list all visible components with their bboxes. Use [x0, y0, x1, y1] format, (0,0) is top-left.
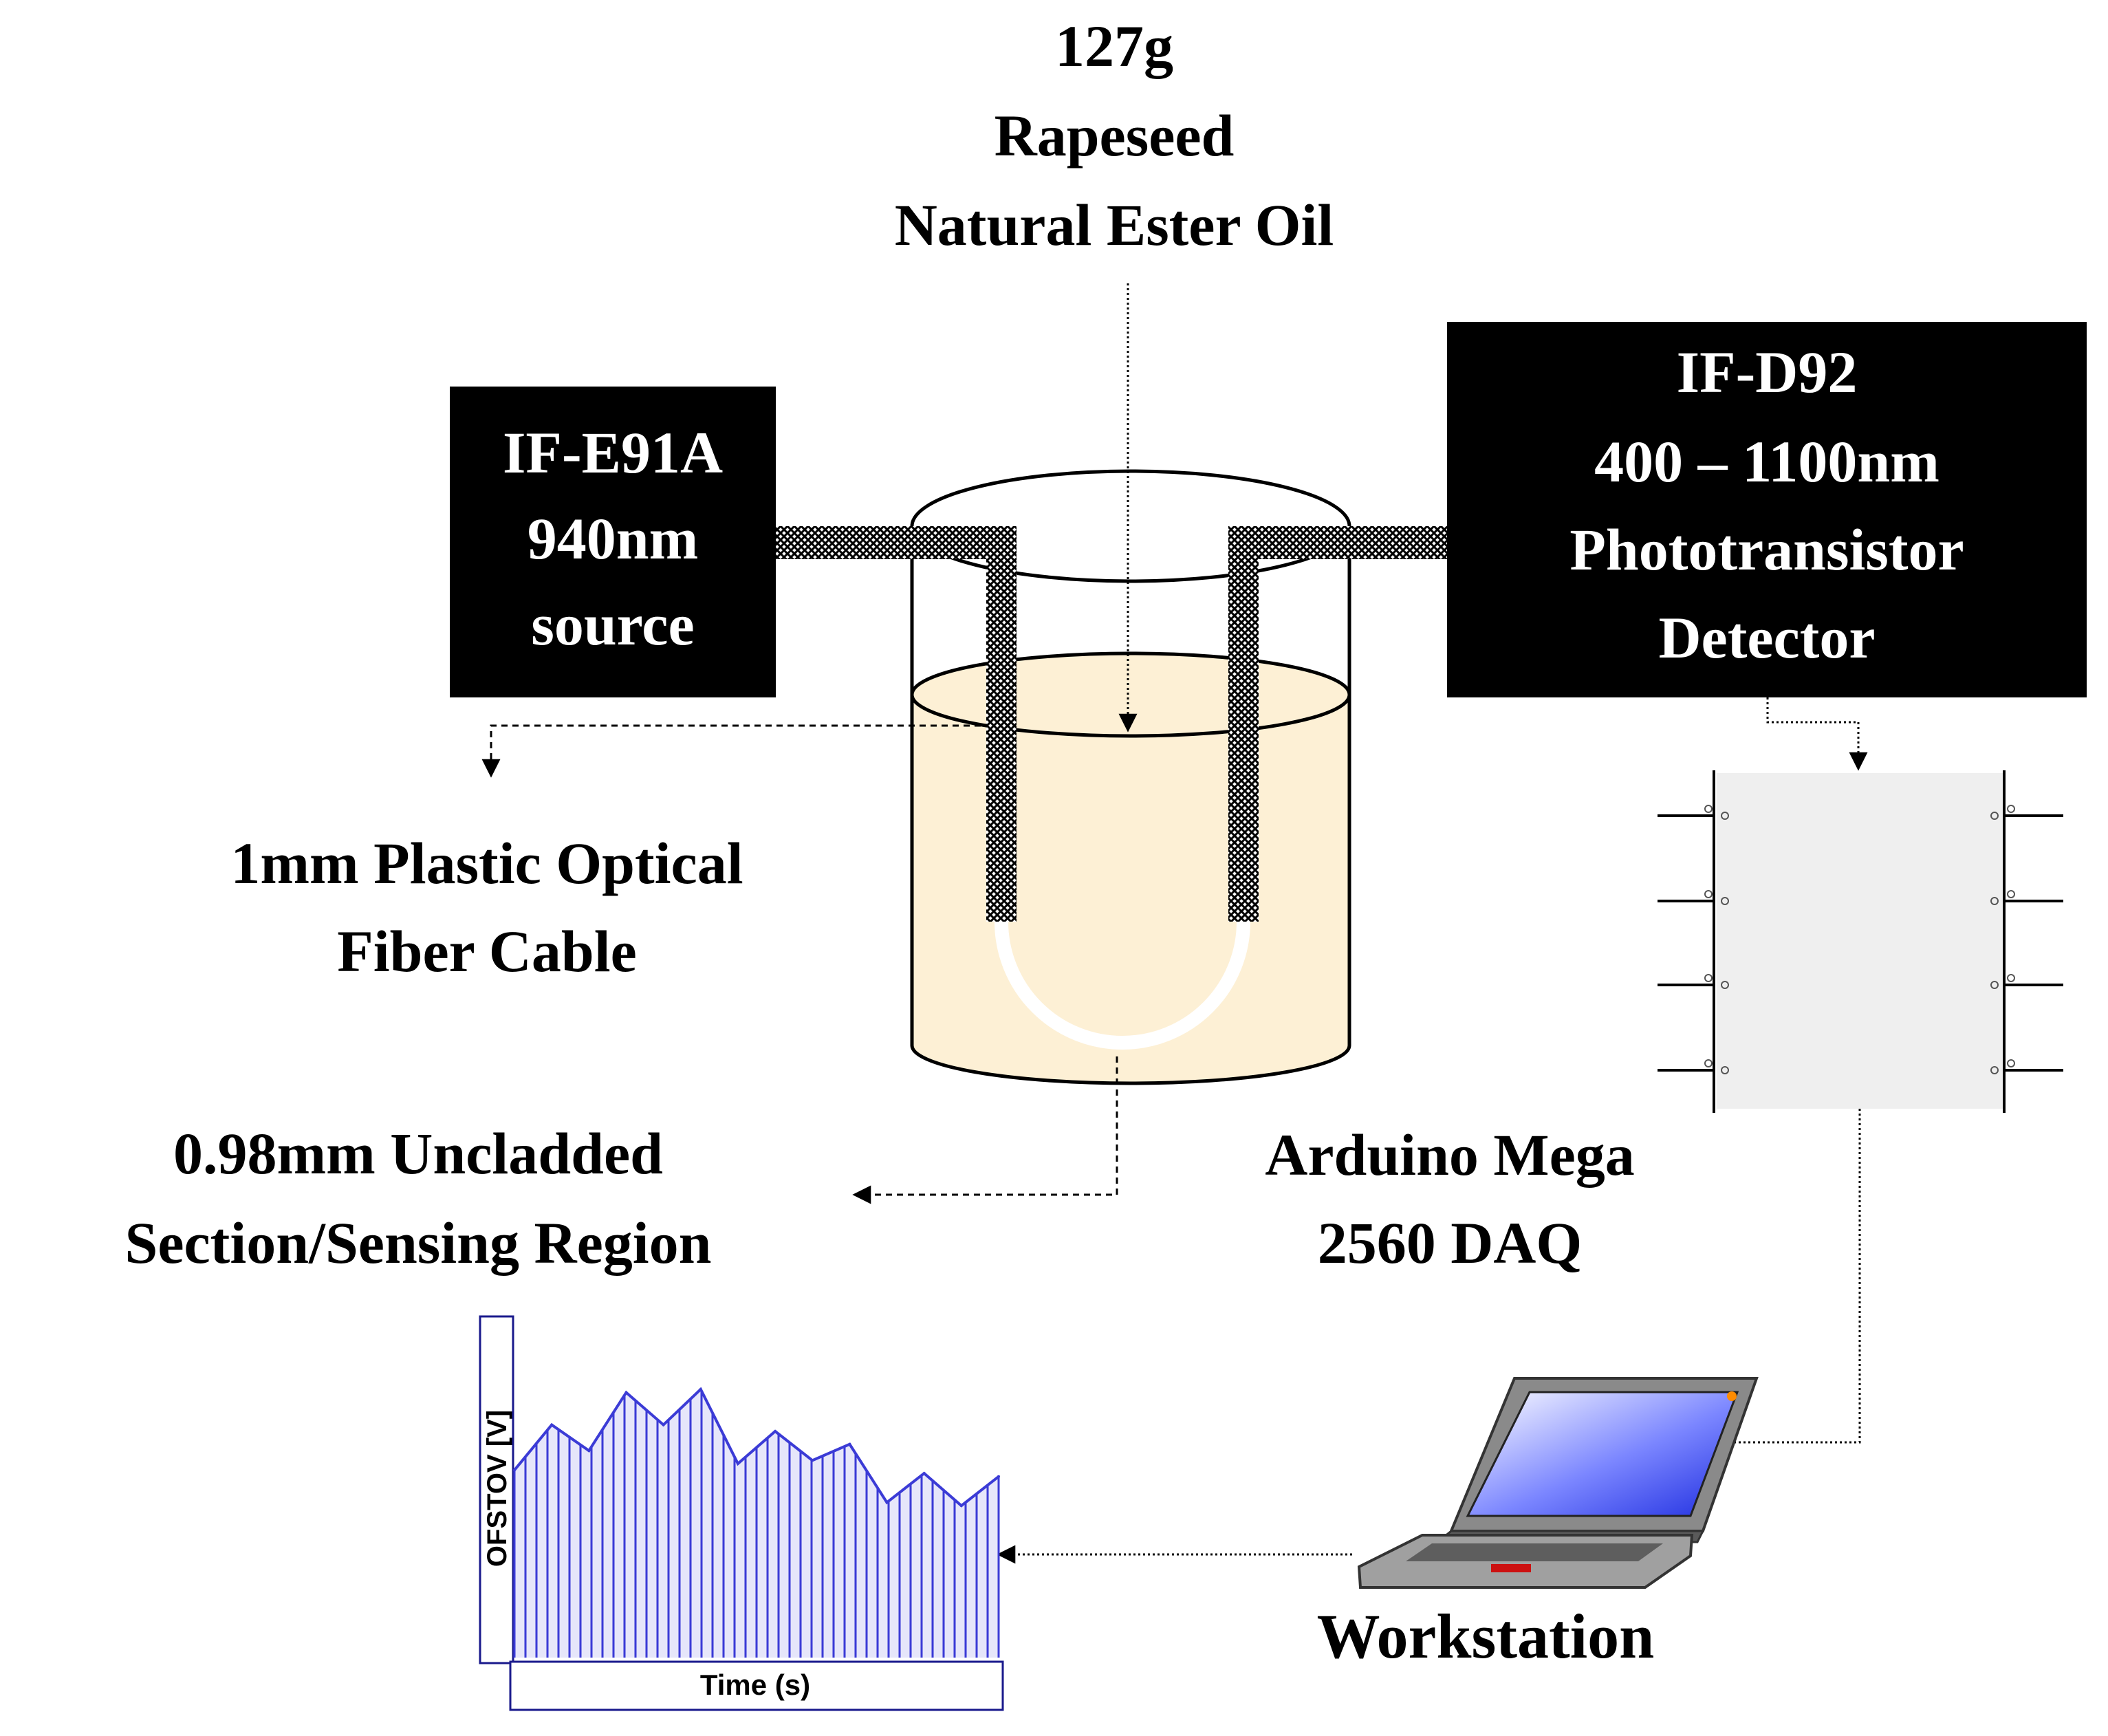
- daq-pins: [1658, 814, 2063, 1072]
- fiber-label: 1mm Plastic Optical Fiber Cable: [230, 830, 743, 984]
- fiber-right-horizontal: [1228, 526, 1455, 559]
- oil-name-text: Natural Ester Oil: [895, 192, 1334, 258]
- detector-block: IF-D92 400 – 1100nm Phototransistor Dete…: [1447, 322, 2087, 697]
- detector-range-text: 400 – 1100nm: [1594, 428, 1939, 495]
- source-wavelength-text: 940nm: [528, 506, 698, 572]
- chart-ylabel-box: [479, 1315, 514, 1664]
- daq-pin-markers: [1704, 805, 2015, 1074]
- oil-fill: [912, 695, 1349, 1045]
- detector-role-text: Detector: [1658, 605, 1875, 671]
- chart-x-axis-label: Time (s): [700, 1669, 810, 1701]
- beaker-bottom: [910, 1045, 1351, 1085]
- arduino-daq: Arduino Mega 2560 DAQ: [1265, 770, 2063, 1276]
- ofstov-chart: OFSTOV [V] Time (s): [479, 1315, 1004, 1711]
- source-box: [450, 387, 776, 697]
- chart-series-line: [513, 1387, 1000, 1508]
- detector-box: [1447, 322, 2087, 697]
- sensing-label-line2: Section/Sensing Region: [125, 1210, 712, 1276]
- chart-plot-area: [513, 1387, 1000, 1658]
- fiber-left-horizontal: [776, 526, 1015, 559]
- beaker: [910, 469, 1351, 1085]
- oil-surface: [910, 651, 1351, 738]
- laptop-led: [1727, 1391, 1737, 1401]
- oil-type-text: Rapeseed: [995, 102, 1235, 169]
- laptop-screen: [1466, 1391, 1739, 1517]
- daq-label-line1: Arduino Mega: [1265, 1122, 1635, 1188]
- fiber-label-line2: Fiber Cable: [337, 918, 637, 984]
- source-block: IF-E91A 940nm source: [450, 387, 776, 697]
- laptop-touchpad: [1491, 1564, 1531, 1572]
- connectors: [481, 283, 1868, 1564]
- oil-label: 127g Rapeseed Natural Ester Oil: [895, 13, 1334, 258]
- chart-xlabel-box: [509, 1660, 1004, 1711]
- chart-y-axis-label: OFSTOV [V]: [482, 1410, 512, 1567]
- sensing-label: 0.98mm Uncladded Section/Sensing Region: [125, 1120, 712, 1276]
- fiber-left-vertical: [986, 526, 1017, 922]
- oil-mass-text: 127g: [1055, 13, 1173, 79]
- sensing-label-line1: 0.98mm Uncladded: [173, 1120, 663, 1186]
- fiber-label-line1: 1mm Plastic Optical: [230, 830, 743, 896]
- laptop-icon: Workstation: [1317, 1377, 1759, 1671]
- daq-to-workstation-arrow: [1595, 1109, 1861, 1452]
- uncladded-sensing-section: [995, 921, 1250, 1050]
- laptop-keyboard: [1406, 1543, 1663, 1561]
- detector-type-text: Phototransistor: [1569, 517, 1964, 583]
- source-model-text: IF-E91A: [503, 420, 723, 486]
- daq-label-line2: 2560 DAQ: [1318, 1210, 1583, 1276]
- optical-fiber: [776, 526, 1455, 1050]
- detector-model-text: IF-D92: [1677, 339, 1858, 405]
- fiber-pointer-arrow: [481, 724, 981, 778]
- sensing-pointer-arrow: [852, 1056, 1118, 1204]
- detector-to-daq-arrow: [1766, 697, 1868, 771]
- daq-board: [1717, 773, 2003, 1109]
- fiber-right-vertical: [1228, 526, 1259, 922]
- source-type-text: source: [531, 592, 694, 658]
- workstation-label: Workstation: [1317, 1601, 1655, 1671]
